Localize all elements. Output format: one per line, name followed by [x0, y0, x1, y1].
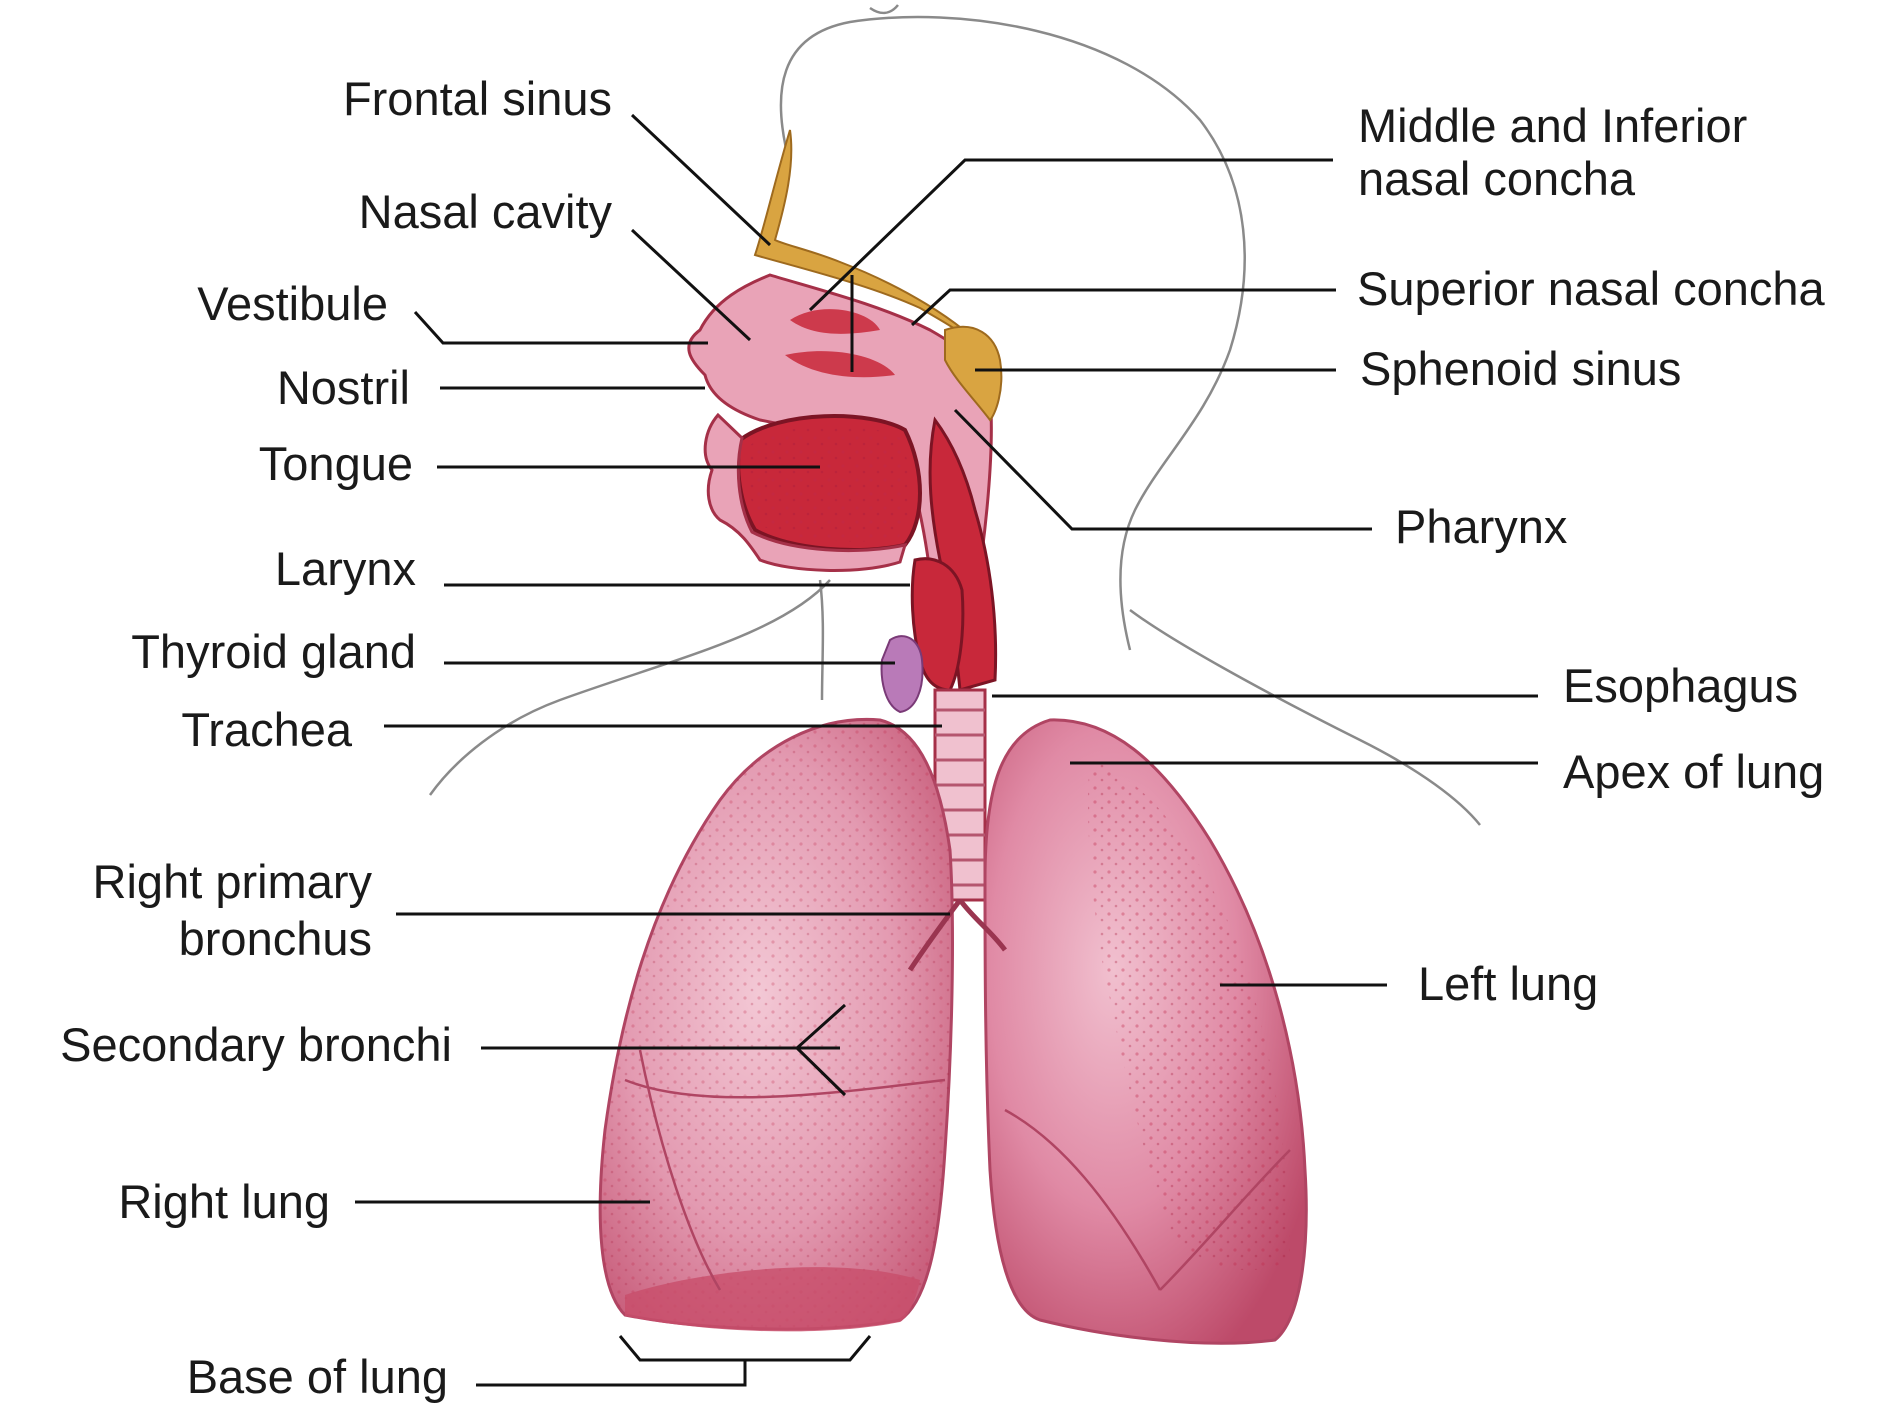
- label-frontal-sinus: Frontal sinus: [343, 72, 612, 125]
- head-tissues: [689, 130, 1002, 712]
- label-tongue: Tongue: [259, 437, 413, 490]
- hair-tuft: [870, 5, 898, 13]
- frontal-sinus-leader: [632, 115, 770, 245]
- label-larynx: Larynx: [275, 542, 416, 595]
- label-left-lung: Left lung: [1418, 957, 1598, 1010]
- nasal-cavity-leader: [632, 230, 750, 340]
- thyroid-shape: [882, 636, 923, 712]
- label-vestibule: Vestibule: [197, 277, 388, 330]
- label-thyroid-gland: Thyroid gland: [131, 625, 416, 678]
- label-pharynx: Pharynx: [1395, 500, 1567, 553]
- label-nasal-cavity: Nasal cavity: [359, 185, 613, 238]
- pharynx-leader: [955, 410, 1372, 529]
- label-nostril: Nostril: [277, 361, 410, 414]
- neck-left-outline: [820, 580, 823, 700]
- shoulder-left-outline: [1130, 610, 1480, 825]
- right-lung-texture: [600, 719, 952, 1329]
- superior-concha-leader: [912, 290, 1336, 325]
- label-superior-nasal-concha: Superior nasal concha: [1357, 262, 1826, 315]
- tongue-speckle: [748, 425, 911, 541]
- label-right-primary-bronchus-2: bronchus: [179, 912, 372, 965]
- label-right-lung: Right lung: [118, 1175, 330, 1228]
- base-of-lung-leader: [476, 1336, 870, 1385]
- label-secondary-bronchi: Secondary bronchi: [60, 1018, 452, 1071]
- label-trachea: Trachea: [181, 703, 353, 756]
- label-base-of-lung: Base of lung: [187, 1350, 448, 1403]
- label-right-primary-bronchus-1: Right primary: [93, 855, 373, 908]
- label-esophagus: Esophagus: [1563, 659, 1798, 712]
- label-apex-of-lung: Apex of lung: [1563, 745, 1824, 798]
- vestibule-leader: [415, 312, 708, 343]
- label-middle-inferior-concha-1: Middle and Inferior: [1358, 99, 1747, 152]
- label-sphenoid-sinus: Sphenoid sinus: [1360, 342, 1681, 395]
- label-middle-inferior-concha-2: nasal concha: [1358, 152, 1636, 205]
